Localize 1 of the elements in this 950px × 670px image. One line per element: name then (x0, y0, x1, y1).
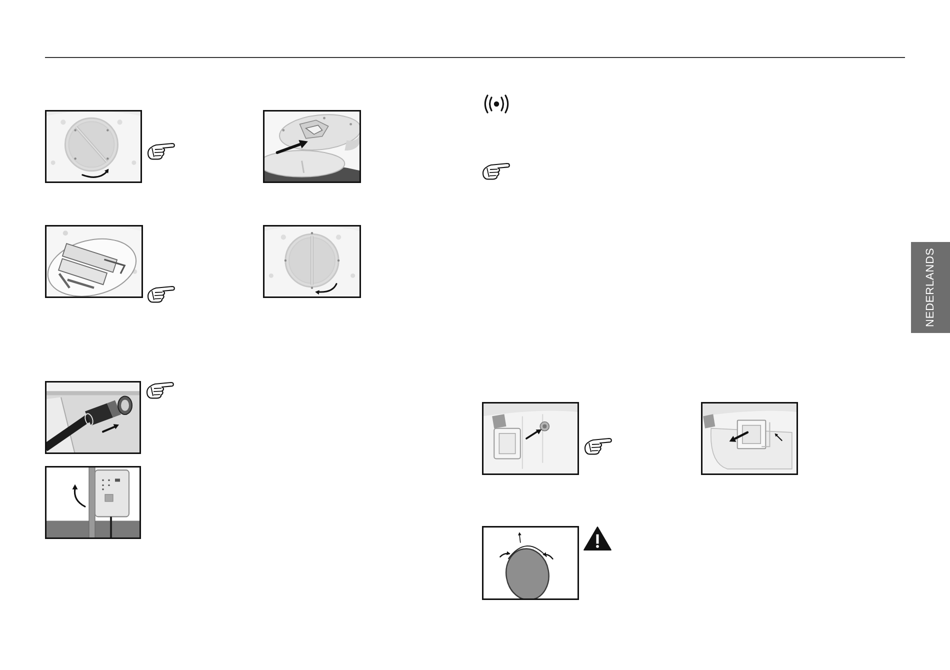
language-tab: NEDERLANDS (911, 242, 950, 333)
